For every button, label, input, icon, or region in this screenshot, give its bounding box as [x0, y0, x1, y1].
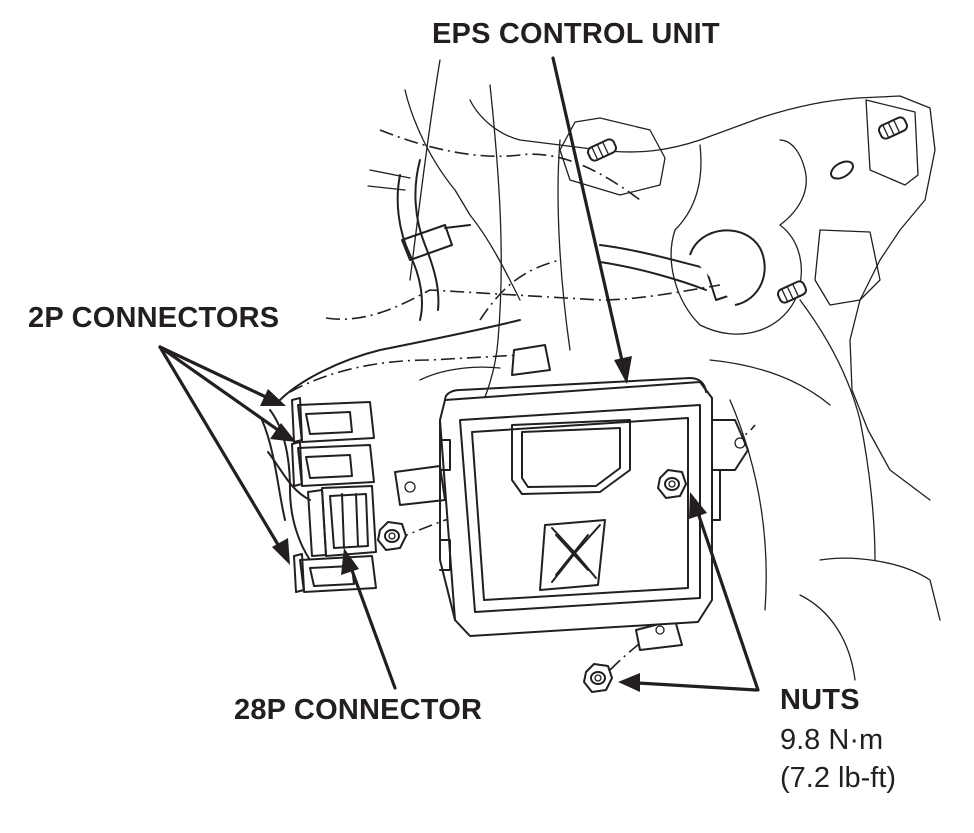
2p-leader-middle [158, 345, 280, 432]
torque-metric: 9.8 N·m [780, 724, 884, 756]
stud-right [877, 116, 909, 140]
2p-leader-top [158, 345, 270, 400]
connector-28p [307, 485, 377, 557]
nut-bottom [583, 663, 613, 693]
nuts-label: NUTS [780, 684, 860, 716]
nut-left [377, 521, 407, 551]
wire-harness [261, 159, 766, 561]
stud-upper [586, 138, 618, 162]
eps-unit-leader [551, 56, 625, 367]
28p-leader [348, 563, 397, 690]
stud-middle [776, 280, 808, 304]
vehicle-body-panel [367, 59, 941, 681]
mounting-studs [586, 116, 909, 304]
eps-control-unit [394, 344, 749, 651]
28p-connector-label: 28P CONNECTOR [234, 694, 483, 726]
2p-connector-middle [291, 441, 375, 487]
2p-connectors-label: 2P CONNECTORS [28, 302, 280, 334]
eps-control-unit-label: EPS CONTROL UNIT [432, 18, 720, 50]
2p-leader-bottom [158, 345, 282, 550]
nuts-leader-upper [695, 508, 760, 692]
2p-connector-bottom [293, 553, 377, 593]
nuts [377, 469, 687, 693]
nut-right [657, 469, 687, 499]
leader-arrows [158, 56, 760, 692]
torque-imperial: (7.2 lb-ft) [780, 762, 897, 794]
2p-connector-top [291, 397, 375, 443]
nuts-leader-lower [636, 681, 758, 692]
